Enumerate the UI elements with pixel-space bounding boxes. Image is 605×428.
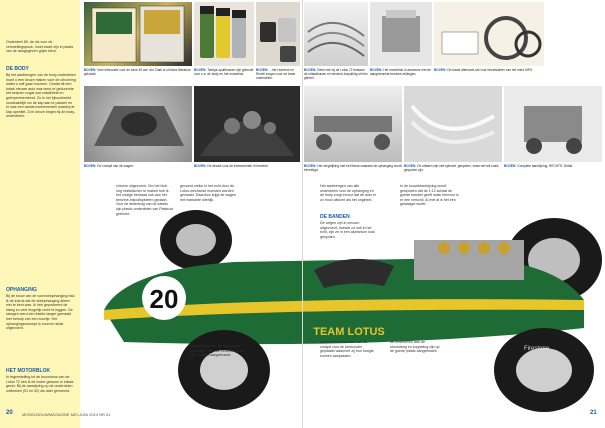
books-illustration: [91, 5, 185, 63]
body-column-3b: De velgen zijn in chroom uitgevoerd; hoe…: [320, 221, 375, 239]
heading-body: DE BODY: [6, 66, 29, 72]
caption-frame: BOVEN: Het vergelijking met het frame wa…: [304, 164, 402, 172]
body-column-1: chroom uitgevoerd. Om het blok nog reali…: [116, 184, 174, 216]
cockpit-opening: [314, 258, 394, 288]
photo-paint-pots: [256, 2, 300, 66]
drivetrain-illustration: [524, 106, 582, 154]
cockpit-illustration: [94, 106, 184, 146]
body-bottom-1: rechtstreeks aan de monocoque bevestigd.…: [190, 344, 246, 358]
team-lotus-lettering: TEAM LOTUS: [313, 326, 385, 338]
lotus-49-car-illustration: 20 TEAM LOTUS Firestone: [104, 210, 602, 412]
caption-dashboard: BOVEN: De decals voor de instrumenten in…: [194, 164, 269, 168]
photo-spray-cans: [194, 2, 254, 66]
gutter: [302, 0, 303, 428]
caption-pots: BOVEN: ...het Humbrol en Revell zorgen v…: [256, 68, 296, 80]
caption-white-exhausts: BOVEN: De uitlaten zijn niet spierwit, g…: [404, 164, 499, 172]
photo-exhaust-parts: [304, 2, 368, 66]
caption-exhaust: BOVEN: Delen die bij de Lotus 72 bestaan…: [304, 68, 368, 80]
section-body-text: Bij het aanbrengen van de body-onderdele…: [6, 73, 76, 119]
photo-white-exhausts: [404, 86, 502, 162]
dashboard-illustration: [200, 111, 294, 156]
heading-ophanging: OPHANGING: [6, 287, 37, 293]
body-column-4: In de bouwbeschrijving wordt gesproken d…: [400, 184, 459, 207]
photo-drivetrain: [504, 86, 602, 162]
photo-literature-books: [84, 2, 192, 66]
heading-banden: DE BANDEN: [320, 214, 350, 220]
section-ophanging-text: Bij de bouw van de voorwielophanging had…: [6, 294, 75, 331]
body-column-3: Het aanbrengen van alle onderdelen voor …: [320, 184, 377, 202]
paint-pots-illustration: [260, 18, 296, 62]
caption-spray: BOVEN: Tamiya-spuitbussen zijn gebruikt …: [194, 68, 254, 76]
spray-cans-illustration: [200, 6, 246, 58]
section-motorblok-text: In tegenstelling tot de bouwdoos van de …: [6, 375, 74, 393]
caption-cockpit: BOVEN: De cockpit van de wagen.: [84, 164, 134, 168]
tire-brand-lettering: Firestone: [524, 346, 550, 352]
page-number-left: 20: [6, 410, 13, 416]
caption-drivetrain: BOVEN: Complete aandrijving. RECHTS: Det…: [504, 164, 573, 168]
page-number-right: 21: [590, 410, 597, 416]
mfh-set-illustration: [441, 16, 542, 60]
photo-cockpit: [84, 86, 192, 162]
body-bottom-2: wordt in de achterkant van de cockpit vo…: [320, 340, 374, 358]
body-column-2: gevoerd welke in het echt door de Lotus-…: [180, 184, 236, 202]
exhaust-parts-illustration: [307, 21, 365, 57]
heading-motorblok: HET MOTORBLOK: [6, 368, 51, 374]
engine-build-illustration: [382, 10, 420, 52]
caption-literature: BOVEN: Veel informatie voor de lotus 49 …: [84, 68, 191, 76]
photo-mfh-set: [434, 2, 544, 66]
caption-engine: BOVEN: Het motorblok in aanbouw met de a…: [370, 68, 431, 76]
frame-suspension-illustration: [314, 116, 392, 150]
footer-magazine-title: MODELBOUWMAGAZINE MEI-JUNI 2014 NR.01: [22, 412, 111, 417]
intro-text: Onderdeel 89, de nis voor de versnelling…: [6, 40, 74, 54]
yellow-stripe: [104, 299, 584, 320]
white-exhausts-illustration: [410, 104, 496, 144]
photo-frame-suspension: [304, 86, 402, 162]
car-number: 20: [150, 284, 179, 314]
left-sidebar-column: [0, 0, 80, 428]
body-bottom-3: de onderdelen aan de stuurstang en koppe…: [390, 340, 440, 354]
number-roundel: [142, 276, 186, 320]
photo-dashboard: [194, 86, 300, 162]
caption-mfh: BOVEN: De fraaie afterwork-set voor foto…: [434, 68, 533, 72]
photo-engine-build: [370, 2, 432, 66]
